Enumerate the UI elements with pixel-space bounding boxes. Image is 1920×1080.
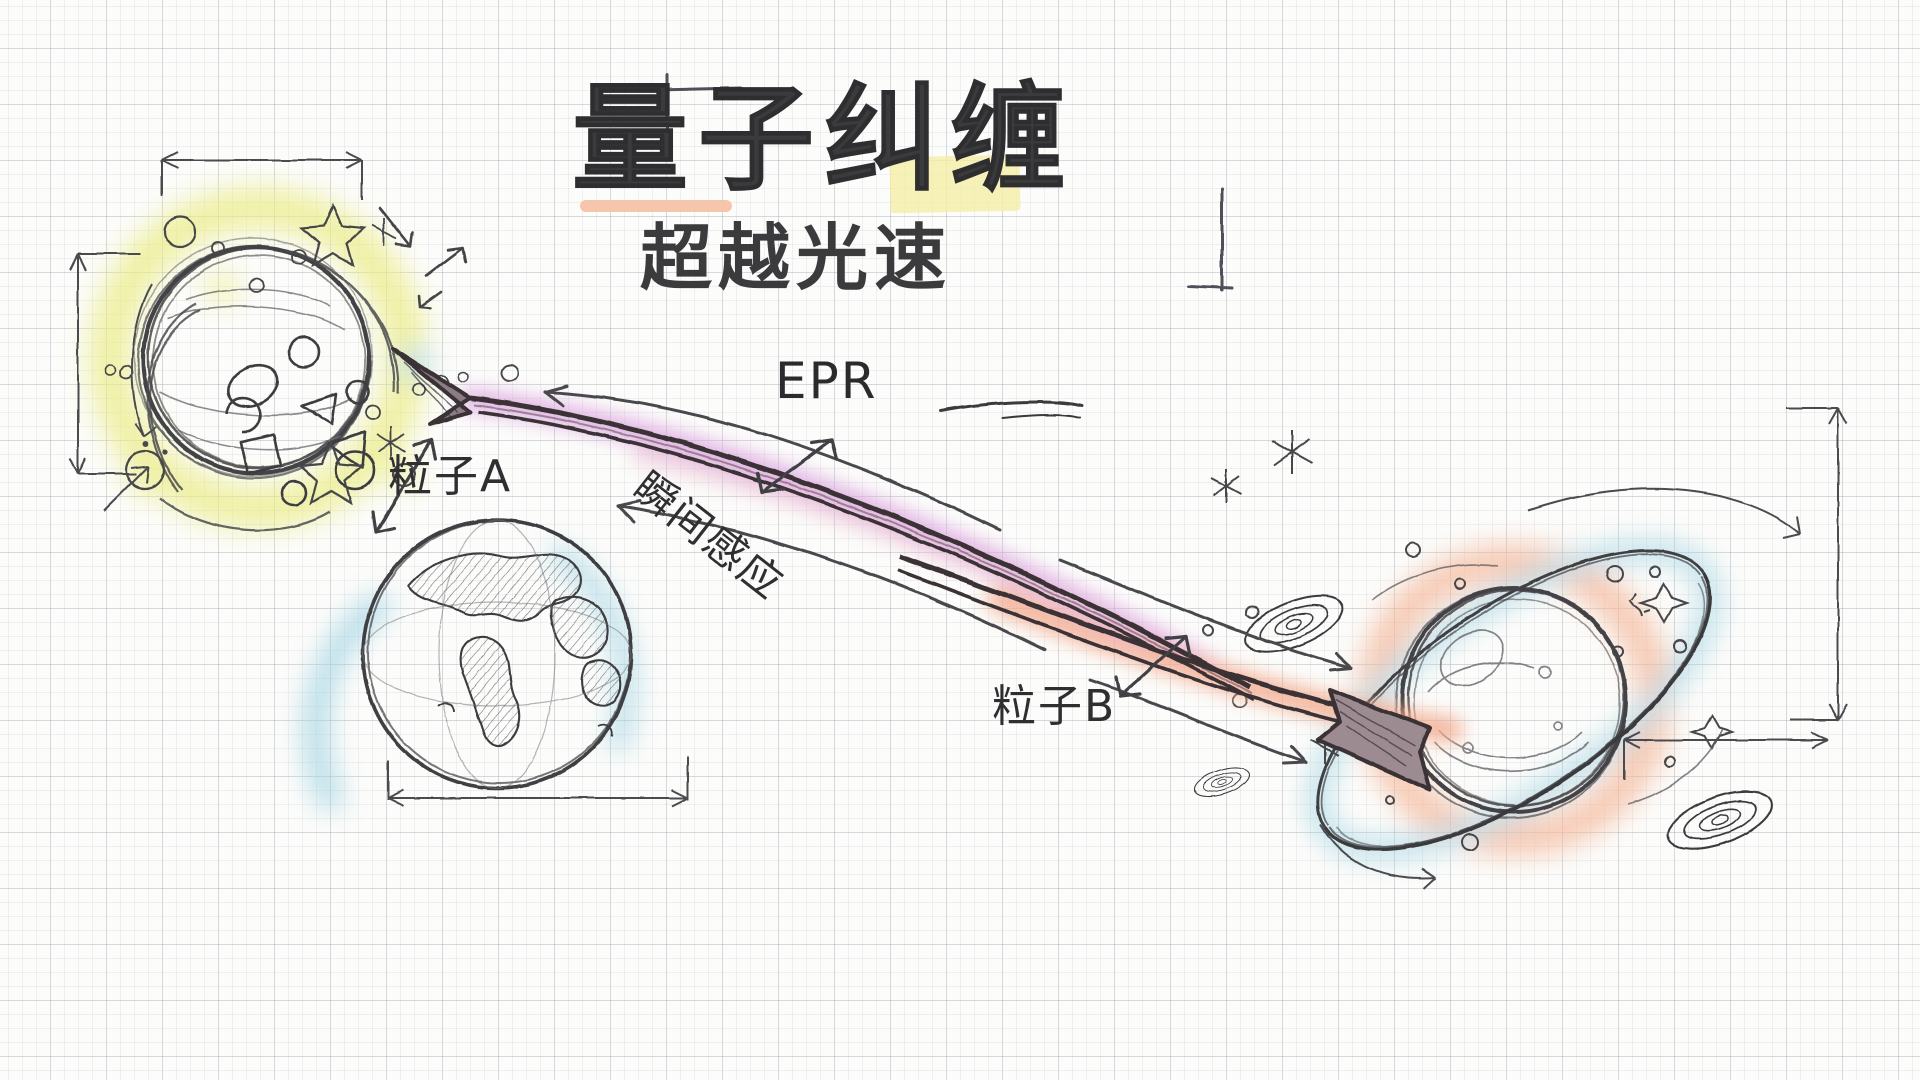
label-epr: EPR [775,352,878,410]
particle-a-illustration [104,202,519,532]
dimension-guides-left [69,151,363,511]
earth-illustration [361,518,633,790]
entanglement-arrow-right [897,553,1432,792]
callout-arrows [371,438,1192,698]
page-subtitle: 超越光速 [640,216,953,300]
particle-b-illustration [1190,430,1781,862]
page-title: 量子纠缠 [572,72,1076,207]
dimension-guides-earth [387,756,689,807]
thin-link-arrows [543,384,1354,765]
title-block: 量子纠缠 超越光速 [560,60,1120,310]
title-underline [580,200,732,212]
title-corner-brackets [653,73,1234,292]
label-particle-b: 粒子B [992,681,1117,732]
label-particle-a: 粒子A [388,451,513,502]
dimension-guides-right [1319,407,1848,890]
epr-underline [938,400,1084,419]
